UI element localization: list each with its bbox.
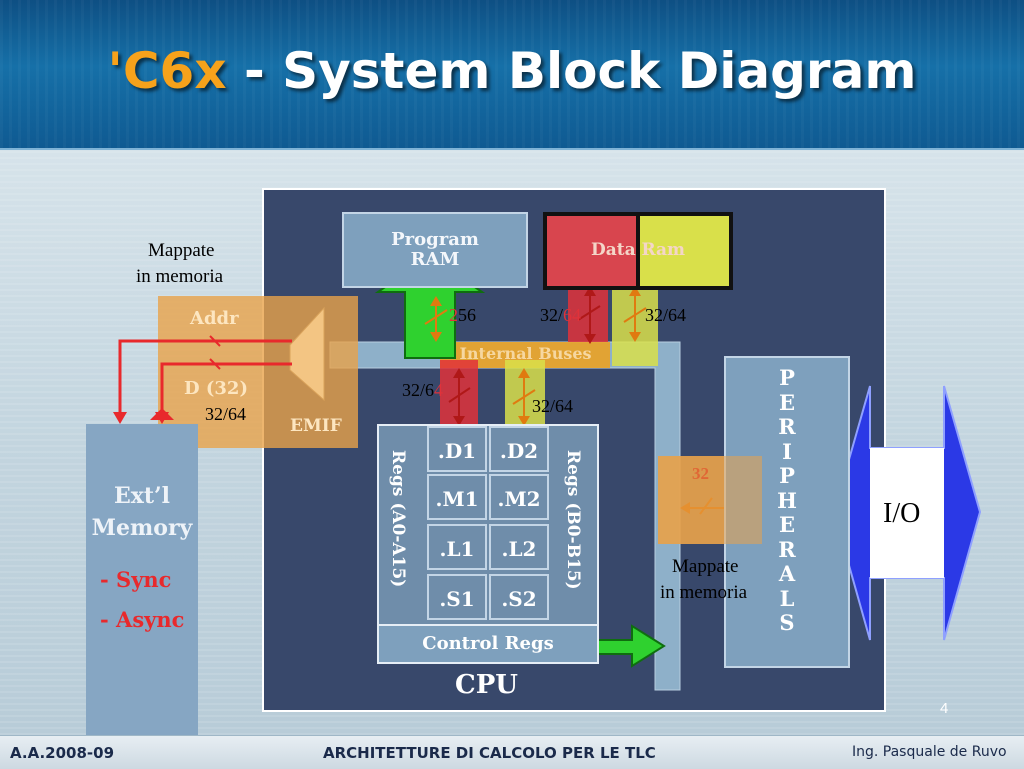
- cpu-label: CPU: [455, 670, 518, 700]
- data-ram-red: [547, 216, 636, 286]
- emif-label: EMIF: [290, 416, 342, 436]
- unit-s1: .S1: [427, 574, 487, 620]
- title-bar: 'C6x - System Block Diagram: [0, 0, 1024, 150]
- unit-s2: .S2: [489, 574, 549, 620]
- addr-arrowhead: [113, 412, 127, 424]
- mappate-right-2: in memoria: [660, 582, 748, 603]
- emif-trapezoid: [289, 306, 325, 402]
- periph-bus-overlay-top: [658, 456, 762, 544]
- control-regs-block: Control Regs: [377, 624, 599, 664]
- regs-b-label: Regs (B0-B15): [563, 450, 583, 590]
- footer-academic-year: A.A.2008-09: [10, 744, 115, 762]
- ext-memory-sync: - Sync: [100, 567, 172, 592]
- program-ram-block: Program RAM: [342, 212, 528, 288]
- emif-width-label: 32/64: [205, 404, 247, 424]
- program-ram-label-2: RAM: [410, 249, 460, 270]
- ext-memory-label-1: Ext’l: [113, 483, 171, 509]
- data-ram-label: Data Ram: [590, 240, 686, 260]
- slide-title: 'C6x - System Block Diagram: [0, 42, 1024, 100]
- ext-memory-label-2: Memory: [91, 515, 193, 541]
- cpu-bus-width-b: 32/64: [532, 396, 574, 416]
- footer-author: Ing. Pasquale de Ruvo: [852, 744, 1007, 760]
- mappate-right-1: Mappate: [672, 556, 739, 577]
- title-main: System Block Diagram: [282, 42, 917, 100]
- unit-d2: .D2: [489, 426, 549, 472]
- unit-d1: .D1: [427, 426, 487, 472]
- internal-buses-label: Internal Buses: [459, 344, 592, 363]
- footer-course: ARCHITETTURE DI CALCOLO PER LE TLC: [323, 744, 656, 762]
- unit-m2: .M2: [489, 474, 549, 520]
- unit-l1: .L1: [427, 524, 487, 570]
- title-accent: 'C6x: [107, 42, 227, 100]
- prog-bus-width: 256: [449, 305, 476, 325]
- data-bus-width-a: 32/64: [540, 305, 582, 325]
- data-ram-yellow: [640, 216, 729, 286]
- data-arrowhead-up: [150, 408, 174, 420]
- data-ram-block: Data Ram: [543, 212, 733, 290]
- data-bus-width-b: 32/64: [645, 305, 687, 325]
- ext-memory-block: Ext’l Memory - Sync - Async: [86, 424, 198, 744]
- program-ram-label-1: Program: [391, 229, 479, 250]
- io-box: [870, 448, 944, 578]
- peripherals-letters: P E R I P H E R A L S: [777, 365, 797, 635]
- ext-memory-async: - Async: [100, 607, 185, 632]
- cpu-bus-width-a: 32/64: [402, 380, 444, 400]
- unit-l2: .L2: [489, 524, 549, 570]
- addr-tick: [209, 335, 221, 347]
- mappate-left-1: Mappate: [148, 240, 215, 261]
- io-label: I/O: [883, 498, 921, 529]
- page-number: 4: [940, 700, 949, 717]
- mappate-left-2: in memoria: [136, 266, 224, 287]
- unit-m1: .M1: [427, 474, 487, 520]
- emif-overlay: [158, 296, 358, 448]
- data-bus-label: D (32): [184, 378, 248, 399]
- addr-line: [118, 339, 292, 420]
- addr-label: Addr: [190, 308, 239, 329]
- title-separator: -: [226, 42, 283, 100]
- regs-a-label: Regs (A0-A15): [388, 450, 408, 588]
- data-line: [160, 362, 292, 420]
- footer: A.A.2008-09 ARCHITETTURE DI CALCOLO PER …: [0, 735, 1024, 769]
- data-tick: [209, 358, 221, 370]
